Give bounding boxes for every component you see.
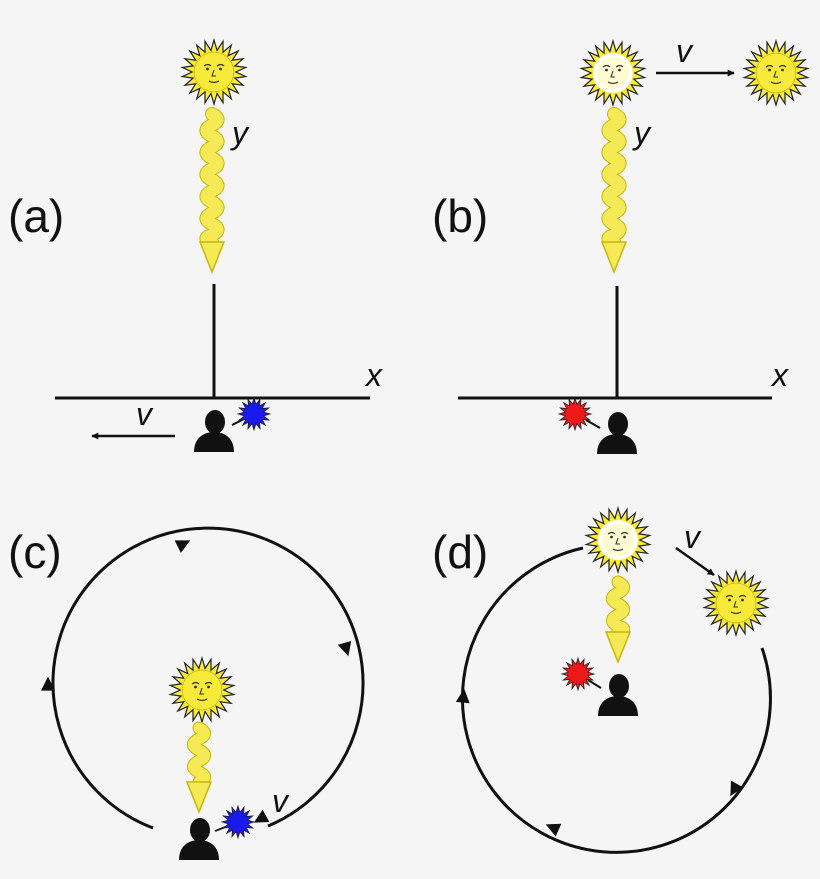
velocity-label: v bbox=[136, 396, 154, 432]
observer-icon bbox=[179, 818, 219, 860]
panel-label-d: (d) bbox=[432, 526, 488, 578]
orbit-arrow bbox=[253, 809, 270, 823]
flash-icon bbox=[560, 656, 596, 692]
x-axis-label: x bbox=[770, 357, 789, 393]
velocity-label: v bbox=[676, 33, 694, 69]
orbit-circle bbox=[51, 526, 365, 830]
orbit-arrow bbox=[174, 540, 191, 553]
flash-connector bbox=[587, 679, 602, 689]
y-axis-label: y bbox=[230, 115, 250, 151]
flash-icon bbox=[220, 804, 256, 840]
observer-icon bbox=[597, 412, 637, 454]
orbit-arrow bbox=[730, 780, 744, 797]
panel-label-b: (b) bbox=[432, 190, 488, 242]
panel-label-c: (c) bbox=[8, 526, 62, 578]
light-ray-icon bbox=[198, 107, 226, 275]
light-ray-icon bbox=[604, 575, 632, 665]
sun-icon-moved bbox=[742, 38, 810, 108]
flash-connector bbox=[585, 419, 601, 429]
sun-icon bbox=[180, 37, 248, 107]
orbit-circle bbox=[460, 546, 772, 854]
observer-icon bbox=[598, 674, 638, 716]
flash-icon bbox=[236, 396, 272, 432]
panel-label-a: (a) bbox=[8, 190, 64, 242]
sun-icon-initial bbox=[584, 505, 652, 575]
velocity-label: v bbox=[272, 783, 290, 819]
sun-icon bbox=[168, 655, 236, 725]
x-axis-label: x bbox=[364, 357, 383, 393]
sun-icon-moved bbox=[702, 568, 770, 638]
panel-c: (c) v bbox=[8, 526, 365, 860]
velocity-label: v bbox=[684, 519, 702, 555]
orbit-arrow bbox=[337, 640, 352, 657]
light-ray-icon bbox=[185, 721, 213, 815]
panel-a: (a) y x v bbox=[8, 37, 383, 452]
sun-velocity-arrow bbox=[675, 546, 715, 577]
orbit-arrow bbox=[455, 688, 470, 704]
panel-d: (d) v bbox=[432, 505, 772, 854]
panel-b: (b) v y x bbox=[432, 33, 810, 454]
light-ray-icon bbox=[600, 107, 628, 275]
observer-icon bbox=[194, 410, 234, 452]
orbit-arrow bbox=[545, 823, 562, 837]
flash-icon bbox=[557, 396, 593, 432]
sun-icon-initial bbox=[579, 38, 647, 108]
y-axis-label: y bbox=[632, 115, 652, 151]
